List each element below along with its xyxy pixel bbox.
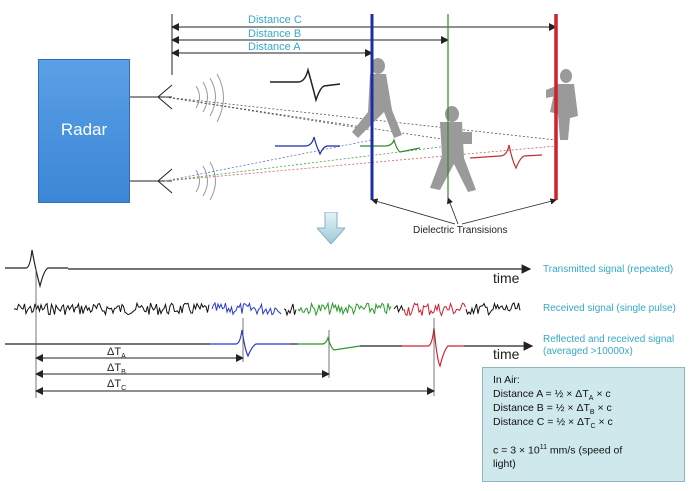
person-silhouette-a xyxy=(352,58,402,138)
rx-antenna-icon xyxy=(157,168,173,194)
time-reference-lines xyxy=(35,268,435,398)
person-silhouette-b xyxy=(430,106,476,192)
radar-label: Radar xyxy=(60,120,108,139)
received-signal-trace xyxy=(13,301,521,317)
reflected-signal-label-line2: (averaged >10000x) xyxy=(543,346,633,357)
time-axis-label-2: time xyxy=(493,346,520,362)
delta-t-c-label: ΔTC xyxy=(107,378,127,393)
transmitted-signal-label: Transmitted signal (repeated) xyxy=(543,264,674,275)
formula-header: In Air: xyxy=(493,374,520,386)
received-signal-label: Received signal (single pulse) xyxy=(543,303,676,314)
dielectric-pointers xyxy=(371,197,557,225)
formula-line-c: Distance C = ½ × ΔTC × c xyxy=(493,416,613,431)
delta-t-b-label: ΔTB xyxy=(107,362,126,377)
blue-reflection-icon xyxy=(275,136,340,156)
time-axis-label-1: time xyxy=(493,270,520,286)
tx-antenna-icon xyxy=(157,84,173,110)
transmitted-signal-trace xyxy=(5,249,532,289)
delta-t-arrows xyxy=(35,354,435,395)
delta-t-a-label: ΔTA xyxy=(107,346,126,361)
distance-b-label: Distance B xyxy=(248,28,302,40)
ray-lines xyxy=(164,96,557,182)
speed-of-light-line1: c = 3 × 1011 mm/s (speed of xyxy=(493,444,623,457)
reflected-signal-label-line1: Reflected and received signal xyxy=(543,334,675,345)
person-silhouette-c xyxy=(546,69,578,140)
radar-unit: Radar xyxy=(38,59,130,203)
reflected-signal-trace xyxy=(5,327,534,368)
red-reflection-icon xyxy=(469,144,543,170)
dielectric-transitions-label: Dielectric Transisions xyxy=(413,225,508,236)
formula-box: In Air: Distance A = ½ × ΔTA × c Distanc… xyxy=(482,367,685,482)
green-reflection-icon xyxy=(360,138,421,153)
wave-arcs xyxy=(195,73,224,201)
transmitted-pulse-icon xyxy=(270,67,341,103)
distance-lines xyxy=(171,14,557,75)
formula-line-b: Distance B = ½ × ΔTB × c xyxy=(493,402,612,417)
distance-a-label: Distance A xyxy=(248,41,301,53)
distance-c-label: Distance C xyxy=(248,14,302,26)
speed-of-light-line2: light) xyxy=(493,458,516,470)
down-arrow-icon xyxy=(317,212,345,244)
antenna-arrows xyxy=(128,84,173,194)
formula-line-a: Distance A = ½ × ΔTA × c xyxy=(493,388,611,403)
